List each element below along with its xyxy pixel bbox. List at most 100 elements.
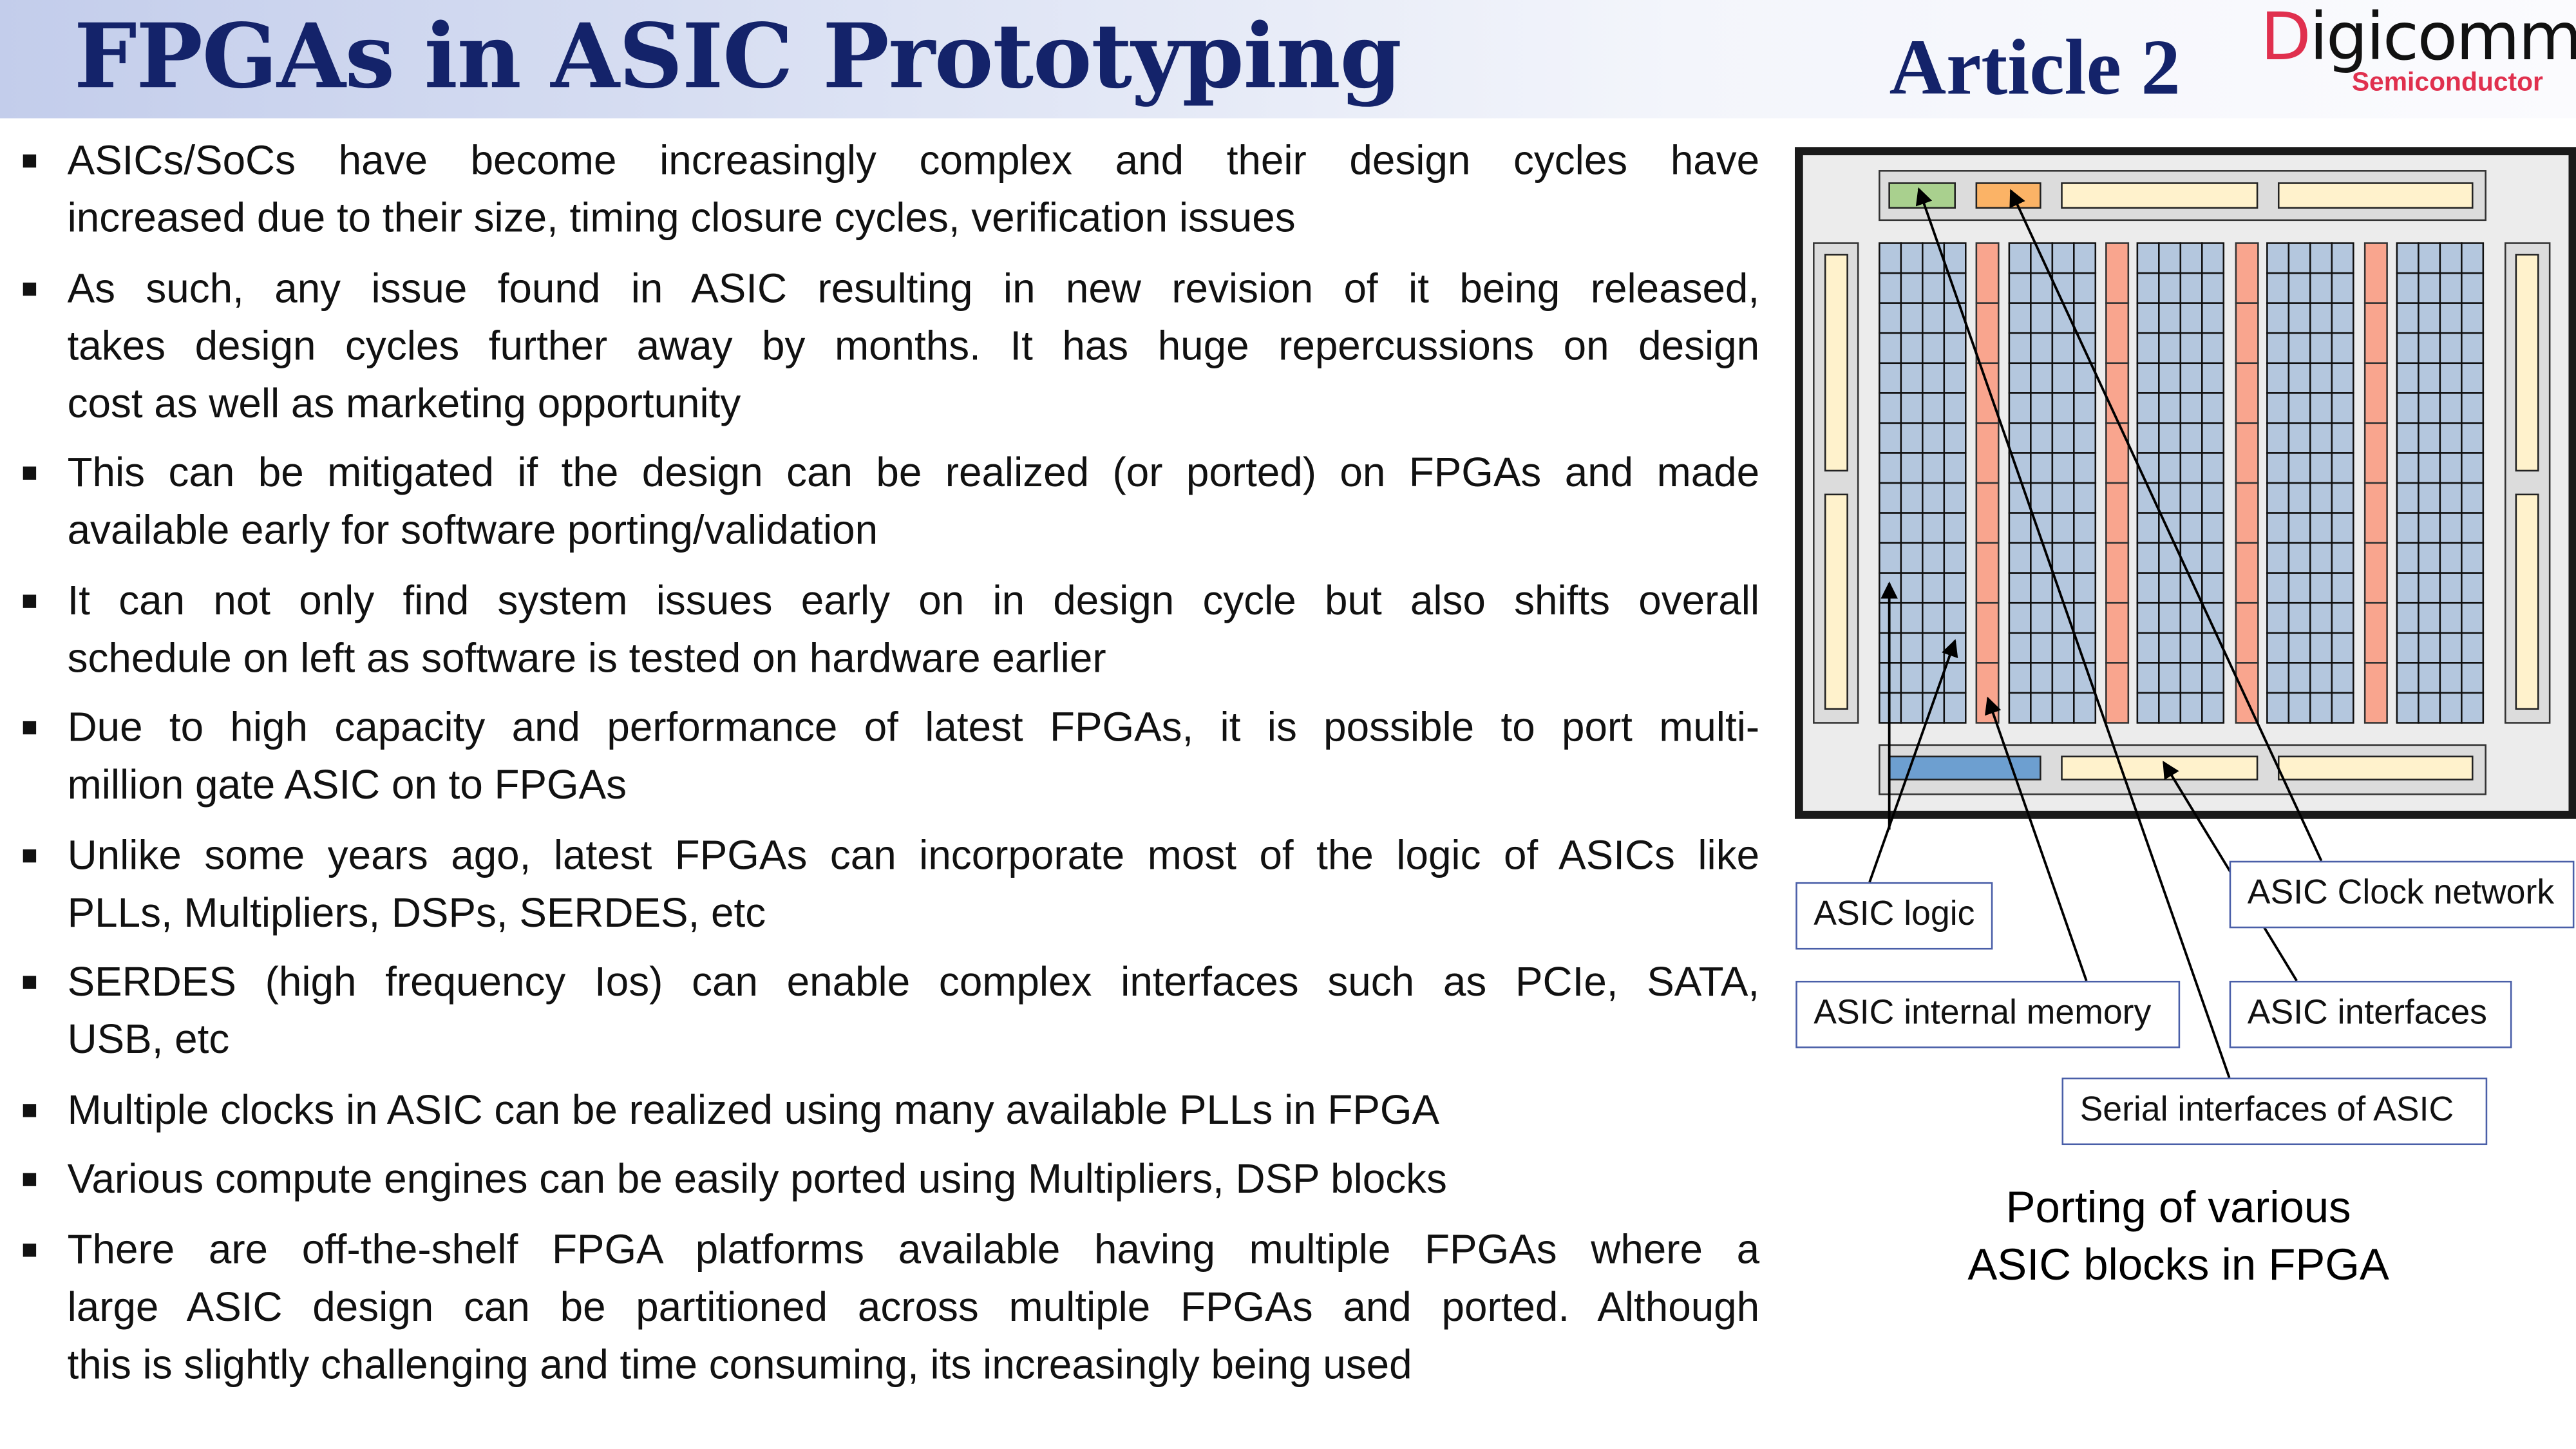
logic-cell [2461, 242, 2485, 274]
bullet-square-icon [23, 281, 37, 295]
bullet-square-icon [23, 594, 37, 607]
logo-letter: D [2260, 0, 2311, 76]
bullet-square-icon [23, 1242, 37, 1256]
logic-cell [2136, 632, 2160, 664]
logic-cell [2030, 452, 2054, 484]
logic-cell [2439, 332, 2463, 365]
logic-cell [1900, 572, 1924, 604]
bullet-item: SERDES (high frequency Ios) can enable c… [0, 954, 1774, 1070]
memory-block [2105, 422, 2130, 484]
logic-cell [2439, 692, 2463, 724]
logic-cell [1900, 542, 1924, 574]
memory-block [2363, 482, 2388, 544]
logic-cell [2439, 512, 2463, 544]
logic-cell [2418, 512, 2441, 544]
logic-cell [2439, 542, 2463, 574]
logic-cell [2331, 601, 2354, 634]
label-asic-logic: ASIC logic [1795, 882, 1993, 950]
logic-cell [2396, 302, 2420, 334]
logic-cell [2331, 332, 2354, 365]
diagram-caption: Porting of various ASIC blocks in FPGA [1889, 1180, 2468, 1295]
logic-cell [2136, 662, 2160, 694]
logic-cell [2179, 632, 2203, 664]
logic-cell [2051, 422, 2075, 454]
logic-cell [2008, 392, 2032, 424]
logic-cell [2461, 632, 2485, 664]
io-block [2061, 755, 2259, 781]
logic-cell [1900, 452, 1924, 484]
logic-cell [2287, 392, 2311, 424]
logic-cell [2461, 692, 2485, 724]
logic-cell [2396, 362, 2420, 394]
logic-cell [2396, 242, 2420, 274]
logic-cell [2136, 512, 2160, 544]
logic-cell [2287, 632, 2311, 664]
logic-cell [2309, 601, 2333, 634]
memory-block [1975, 302, 2000, 365]
logic-cell [2008, 512, 2032, 544]
memory-block [2235, 662, 2259, 724]
logic-cell [2051, 362, 2075, 394]
logic-cell [2201, 332, 2225, 365]
logic-cell [2179, 362, 2203, 394]
logic-cell [1922, 542, 1946, 574]
logic-cell [2266, 302, 2290, 334]
logic-cell [2287, 332, 2311, 365]
memory-block [1975, 542, 2000, 604]
logic-cell [2439, 482, 2463, 514]
logic-cell [2418, 692, 2441, 724]
logic-cell [2287, 422, 2311, 454]
logic-cell [2418, 572, 2441, 604]
logic-cell [2201, 422, 2225, 454]
logic-cell [2331, 422, 2354, 454]
clock-block [1975, 182, 2041, 209]
logic-cell [1900, 632, 1924, 664]
memory-block [2363, 362, 2388, 424]
logic-cell [2008, 422, 2032, 454]
io-block [1824, 493, 1848, 710]
bullet-text-line: PLLs, Multipliers, DSPs, SERDES, etc [67, 889, 766, 936]
io-block [2061, 182, 2259, 209]
logic-cell [2287, 572, 2311, 604]
bullet-item: Unlike some years ago, latest FPGAs can … [0, 827, 1774, 942]
logic-cell [2287, 601, 2311, 634]
logic-cell [1900, 392, 1924, 424]
logic-cell [2396, 392, 2420, 424]
logic-cell [2309, 572, 2333, 604]
logic-cell [2418, 422, 2441, 454]
logic-cell [2418, 302, 2441, 334]
bullet-text-line: USB, etc [67, 1017, 230, 1063]
bullet-text-line: It can not only find system issues early… [67, 577, 1760, 624]
logic-cell [2461, 452, 2485, 484]
logic-cell [2201, 482, 2225, 514]
logic-cell [1922, 601, 1946, 634]
bullet-item: This can be mitigated if the design can … [0, 445, 1774, 560]
io-block [2515, 493, 2539, 710]
logic-cell [2008, 632, 2032, 664]
logic-cell [2158, 302, 2182, 334]
logic-cell [1900, 422, 1924, 454]
logic-cell [1943, 362, 1967, 394]
logic-cell [1879, 272, 1902, 304]
bullet-text-line: SERDES (high frequency Ios) can enable c… [67, 959, 1760, 1006]
logic-cell [1879, 242, 1902, 274]
logic-cell [2266, 632, 2290, 664]
logic-cell [2266, 662, 2290, 694]
logic-cell [2331, 572, 2354, 604]
bullet-text-line: There are off-the-shelf FPGA platforms a… [67, 1226, 1760, 1273]
digicomm-logo: Digicomm Semiconductor [2260, 0, 2576, 102]
memory-block [2363, 542, 2388, 604]
logic-cell [2201, 542, 2225, 574]
logic-cell [2073, 572, 2097, 604]
logic-cell [2439, 362, 2463, 394]
arrow-asic-logic-icon [1868, 639, 1958, 883]
logic-cell [2158, 601, 2182, 634]
logic-cell [2439, 302, 2463, 334]
logic-cell [2030, 662, 2054, 694]
article-number: Article 2 [1889, 24, 2181, 112]
logic-cell [2331, 632, 2354, 664]
logic-cell [2030, 542, 2054, 574]
logic-cell [2030, 272, 2054, 304]
logic-cell [2201, 512, 2225, 544]
logic-cell [2051, 452, 2075, 484]
